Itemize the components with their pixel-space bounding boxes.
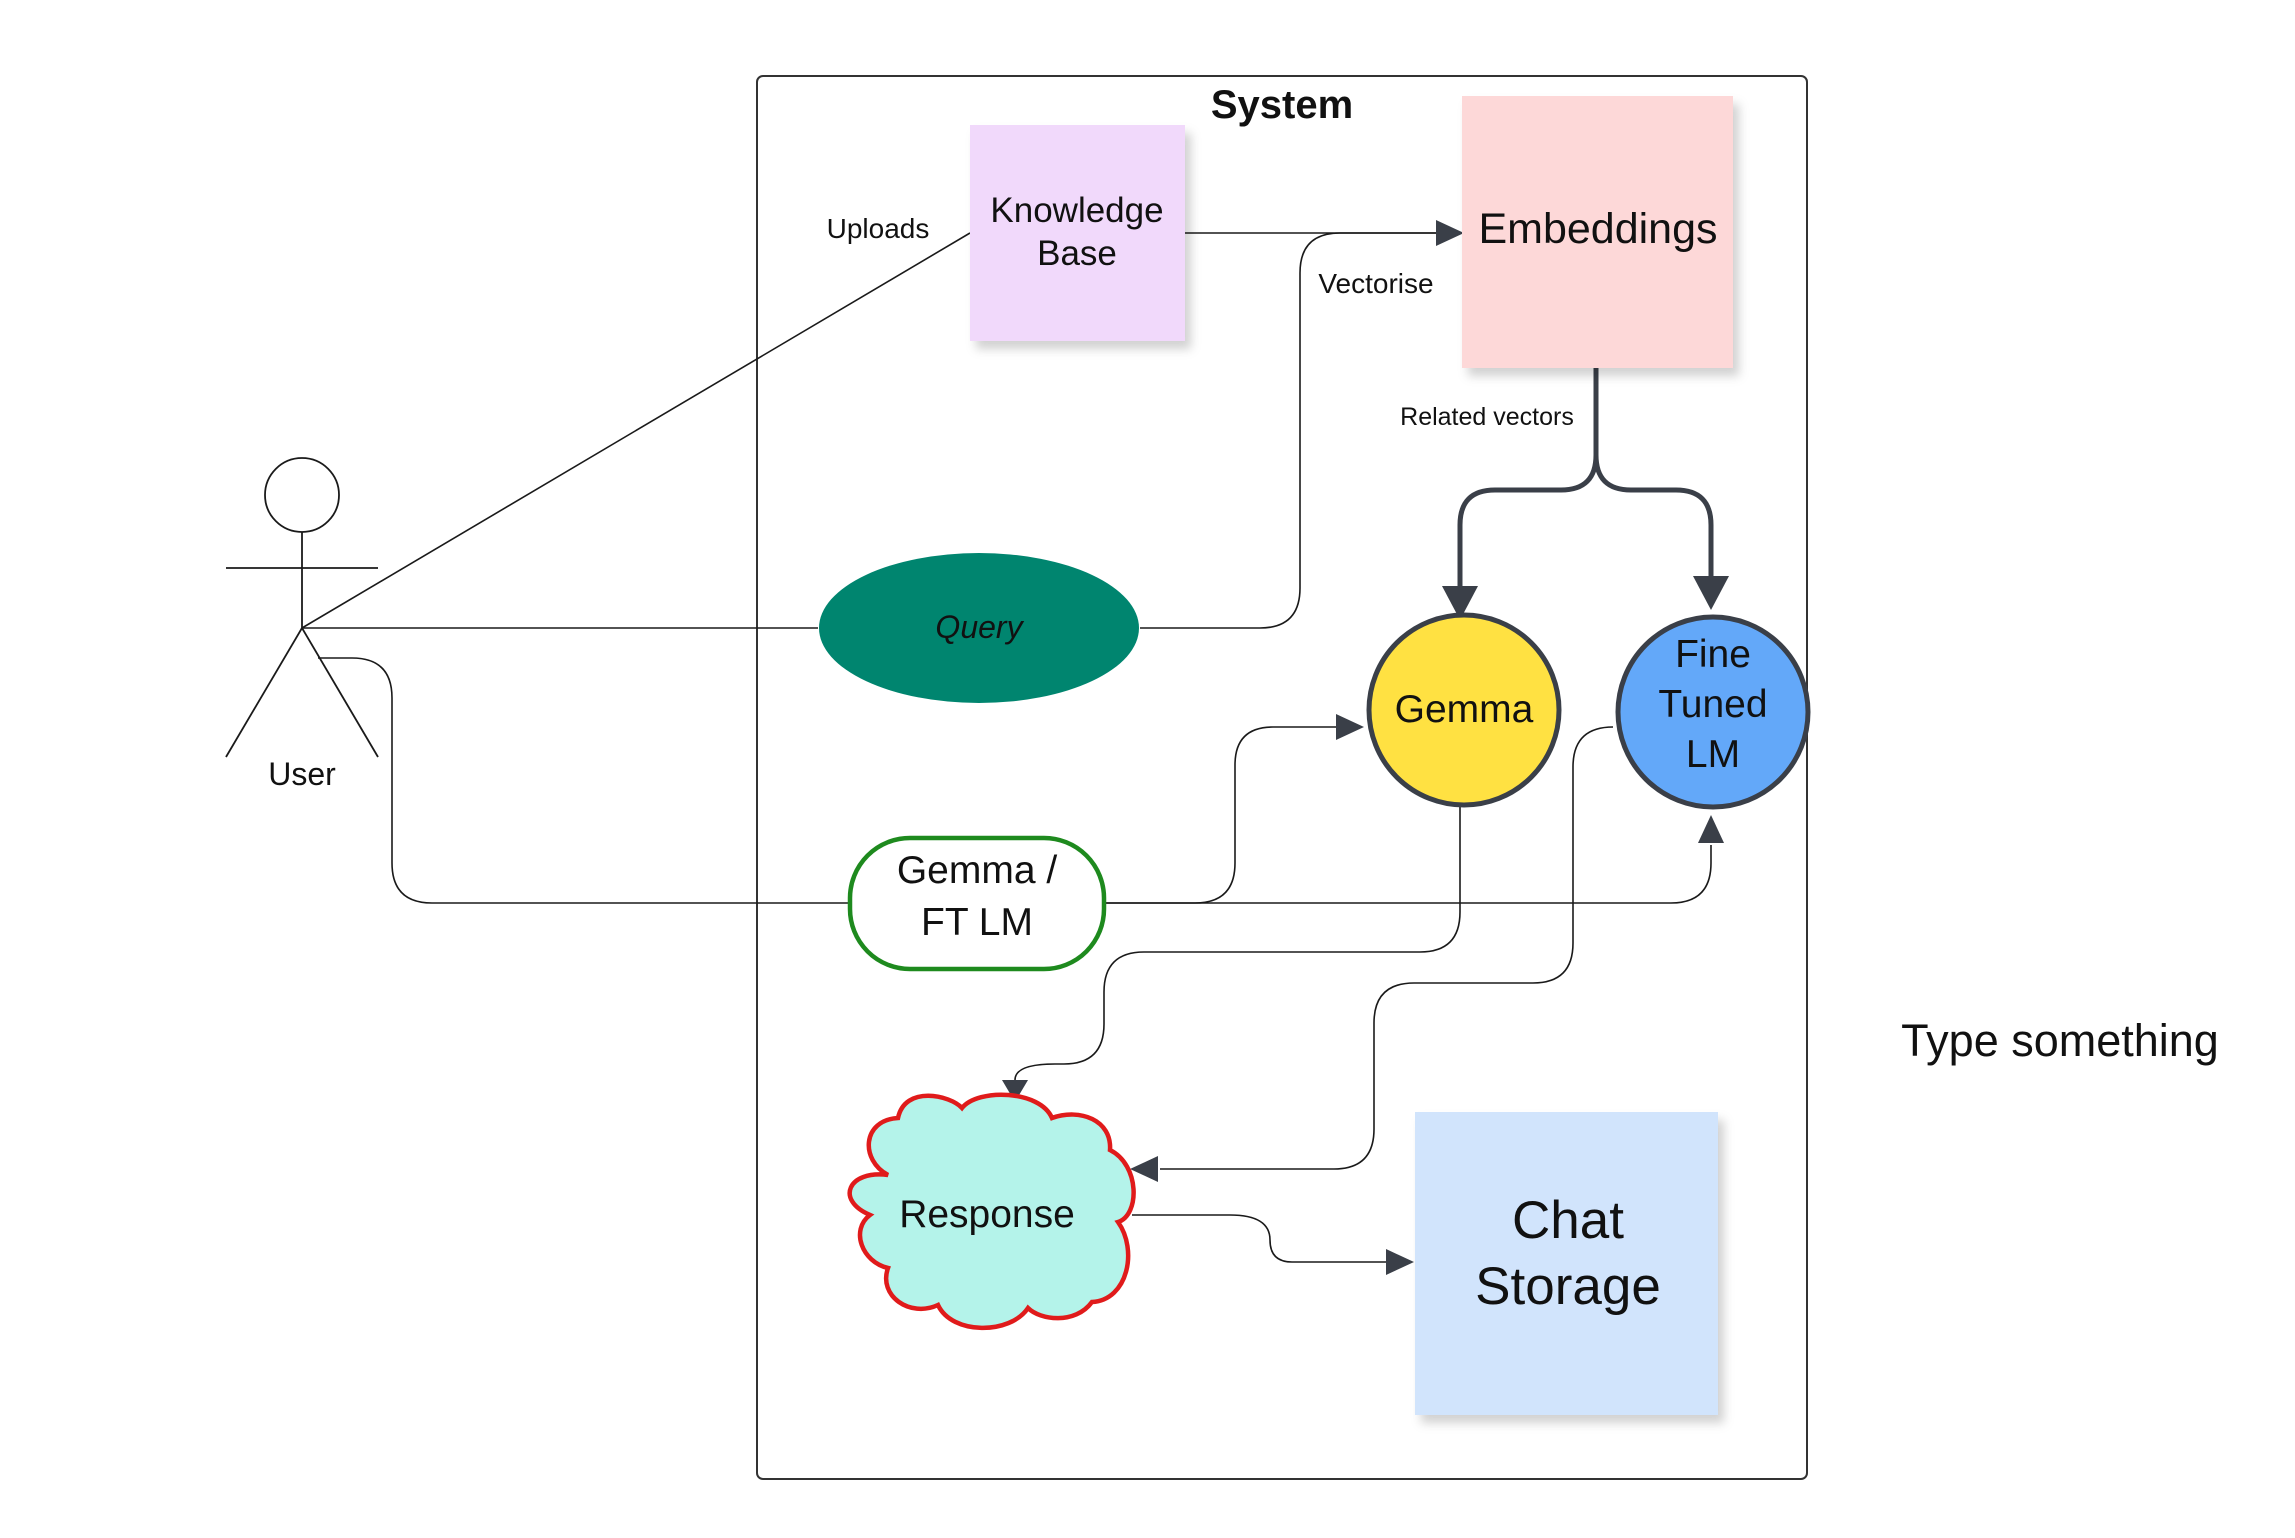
model-choice-pill (847, 835, 1107, 972)
edge-embeddings-to-gemma[interactable] (1457, 368, 1599, 588)
query-node[interactable]: Query (819, 553, 1139, 703)
fine-tuned-label-line1: Fine (1675, 633, 1751, 676)
response-node[interactable]: Response (847, 1092, 1136, 1331)
fine-tuned-label-line3: LM (1686, 733, 1740, 776)
query-label: Query (935, 609, 1024, 645)
knowledge-base-note (970, 125, 1185, 341)
edge-label-vectorise: Vectorise (1318, 268, 1433, 299)
edge-model-choice-to-fine-tuned[interactable] (1104, 845, 1712, 904)
edge-query-to-embeddings[interactable] (1140, 232, 1440, 629)
gemma-node[interactable]: Gemma (1366, 612, 1562, 808)
edge-user-to-model-choice[interactable] (318, 657, 848, 904)
fine-tuned-lm-node[interactable]: Fine Tuned LM (1615, 614, 1811, 810)
model-choice-label-line2: FT LM (921, 901, 1033, 944)
edge-label-uploads: Uploads (827, 213, 930, 244)
response-cloud (847, 1092, 1136, 1331)
arrowhead-fine-tuned-bottom (1698, 815, 1724, 843)
knowledge-base-node[interactable]: Knowledge Base (970, 125, 1185, 341)
knowledge-base-label-line2: Base (1037, 234, 1117, 273)
actor-head (264, 457, 340, 533)
chat-storage-node[interactable]: Chat Storage (1415, 1112, 1718, 1415)
user-actor[interactable] (225, 457, 379, 758)
model-choice-label-line1: Gemma / (897, 849, 1058, 892)
response-label: Response (899, 1193, 1075, 1236)
edge-label-related-vectors: Related vectors (1400, 403, 1574, 431)
arrowhead-gemma-top (1442, 586, 1478, 620)
chat-storage-label-line1: Chat (1512, 1191, 1624, 1250)
actor-right-leg (301, 627, 379, 758)
fine-tuned-label-line2: Tuned (1658, 683, 1767, 726)
arrowhead-embeddings (1436, 220, 1464, 246)
edge-model-choice-to-gemma[interactable] (1104, 726, 1340, 904)
embeddings-node[interactable]: Embeddings (1462, 96, 1733, 368)
arrowhead-response-top (1002, 1080, 1028, 1102)
model-choice-node[interactable]: Gemma / FT LM (847, 835, 1107, 972)
system-title: System (1211, 83, 1353, 127)
chat-storage-note (1415, 1112, 1718, 1415)
gemma-circle (1366, 612, 1562, 808)
embeddings-note (1462, 96, 1733, 368)
actor-left-leg (225, 627, 303, 758)
actor-label: User (268, 756, 336, 792)
arrowhead-response-right (1130, 1156, 1158, 1182)
arrowhead-gemma-left (1336, 714, 1364, 740)
fine-tuned-lm-circle (1615, 614, 1811, 810)
edge-response-to-chat-storage[interactable] (1132, 1214, 1390, 1263)
edge-user-to-knowledge-base[interactable] (301, 232, 971, 629)
chat-storage-label-line2: Storage (1475, 1257, 1661, 1316)
edge-embeddings-to-fine-tuned[interactable] (1593, 454, 1714, 578)
gemma-label: Gemma (1395, 688, 1534, 731)
embeddings-label: Embeddings (1478, 205, 1717, 253)
arrowhead-fine-tuned-top (1693, 576, 1729, 610)
text-placeholder[interactable]: Type something (1901, 1015, 2219, 1066)
knowledge-base-label-line1: Knowledge (990, 191, 1163, 230)
edge-gemma-to-response[interactable] (1014, 800, 1461, 1081)
query-ellipse (819, 553, 1139, 703)
system-boundary[interactable] (756, 75, 1808, 1480)
arrowhead-chat-storage (1386, 1249, 1414, 1275)
edge-fine-tuned-to-response[interactable] (1160, 726, 1614, 1170)
